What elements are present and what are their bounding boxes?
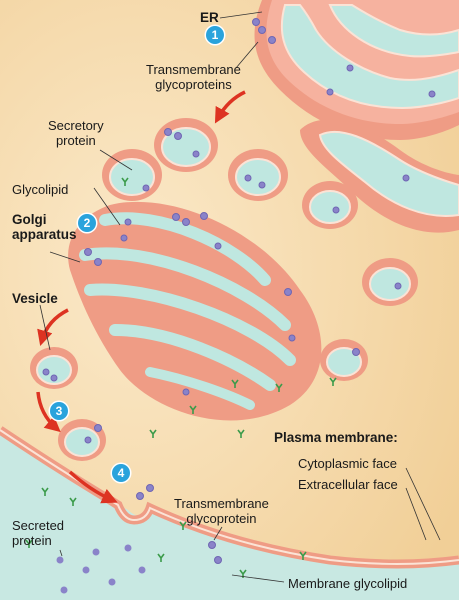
extracellular-region [0, 430, 459, 600]
label-extracellular-face: Extracellular face [298, 477, 398, 492]
leader-lines [39, 11, 441, 583]
label-transmembrane-glycoprotein: Transmembrane glycoprotein [174, 496, 269, 526]
step-badge-2: 2 [78, 214, 96, 232]
step-badge-4: 4 [112, 464, 130, 482]
label-membrane-glycolipid: Membrane glycolipid [288, 576, 408, 591]
label-secretory-protein: Secretory protein [48, 118, 104, 148]
endoplasmic-reticulum [254, 0, 459, 233]
label-secreted-protein: Secreted protein [12, 518, 65, 548]
step-badge-3: 3 [50, 402, 68, 420]
step-badge-1: 1 [206, 26, 224, 44]
label-cytoplasmic-face: Cytoplasmic face [298, 456, 397, 471]
label-golgi-apparatus: Golgi apparatus [12, 212, 77, 242]
golgi-apparatus [68, 201, 322, 421]
glycolipids [25, 177, 337, 578]
label-vesicle: Vesicle [12, 291, 58, 306]
label-plasma-membrane: Plasma membrane: [274, 430, 398, 445]
pathway-arrows [36, 90, 246, 504]
label-transmembrane-glycoproteins: Transmembrane glycoproteins [146, 62, 241, 92]
label-glycolipid: Glycolipid [12, 182, 69, 197]
glycoproteins [42, 18, 436, 564]
label-er: ER [200, 10, 219, 25]
secreted-proteins [56, 544, 146, 594]
